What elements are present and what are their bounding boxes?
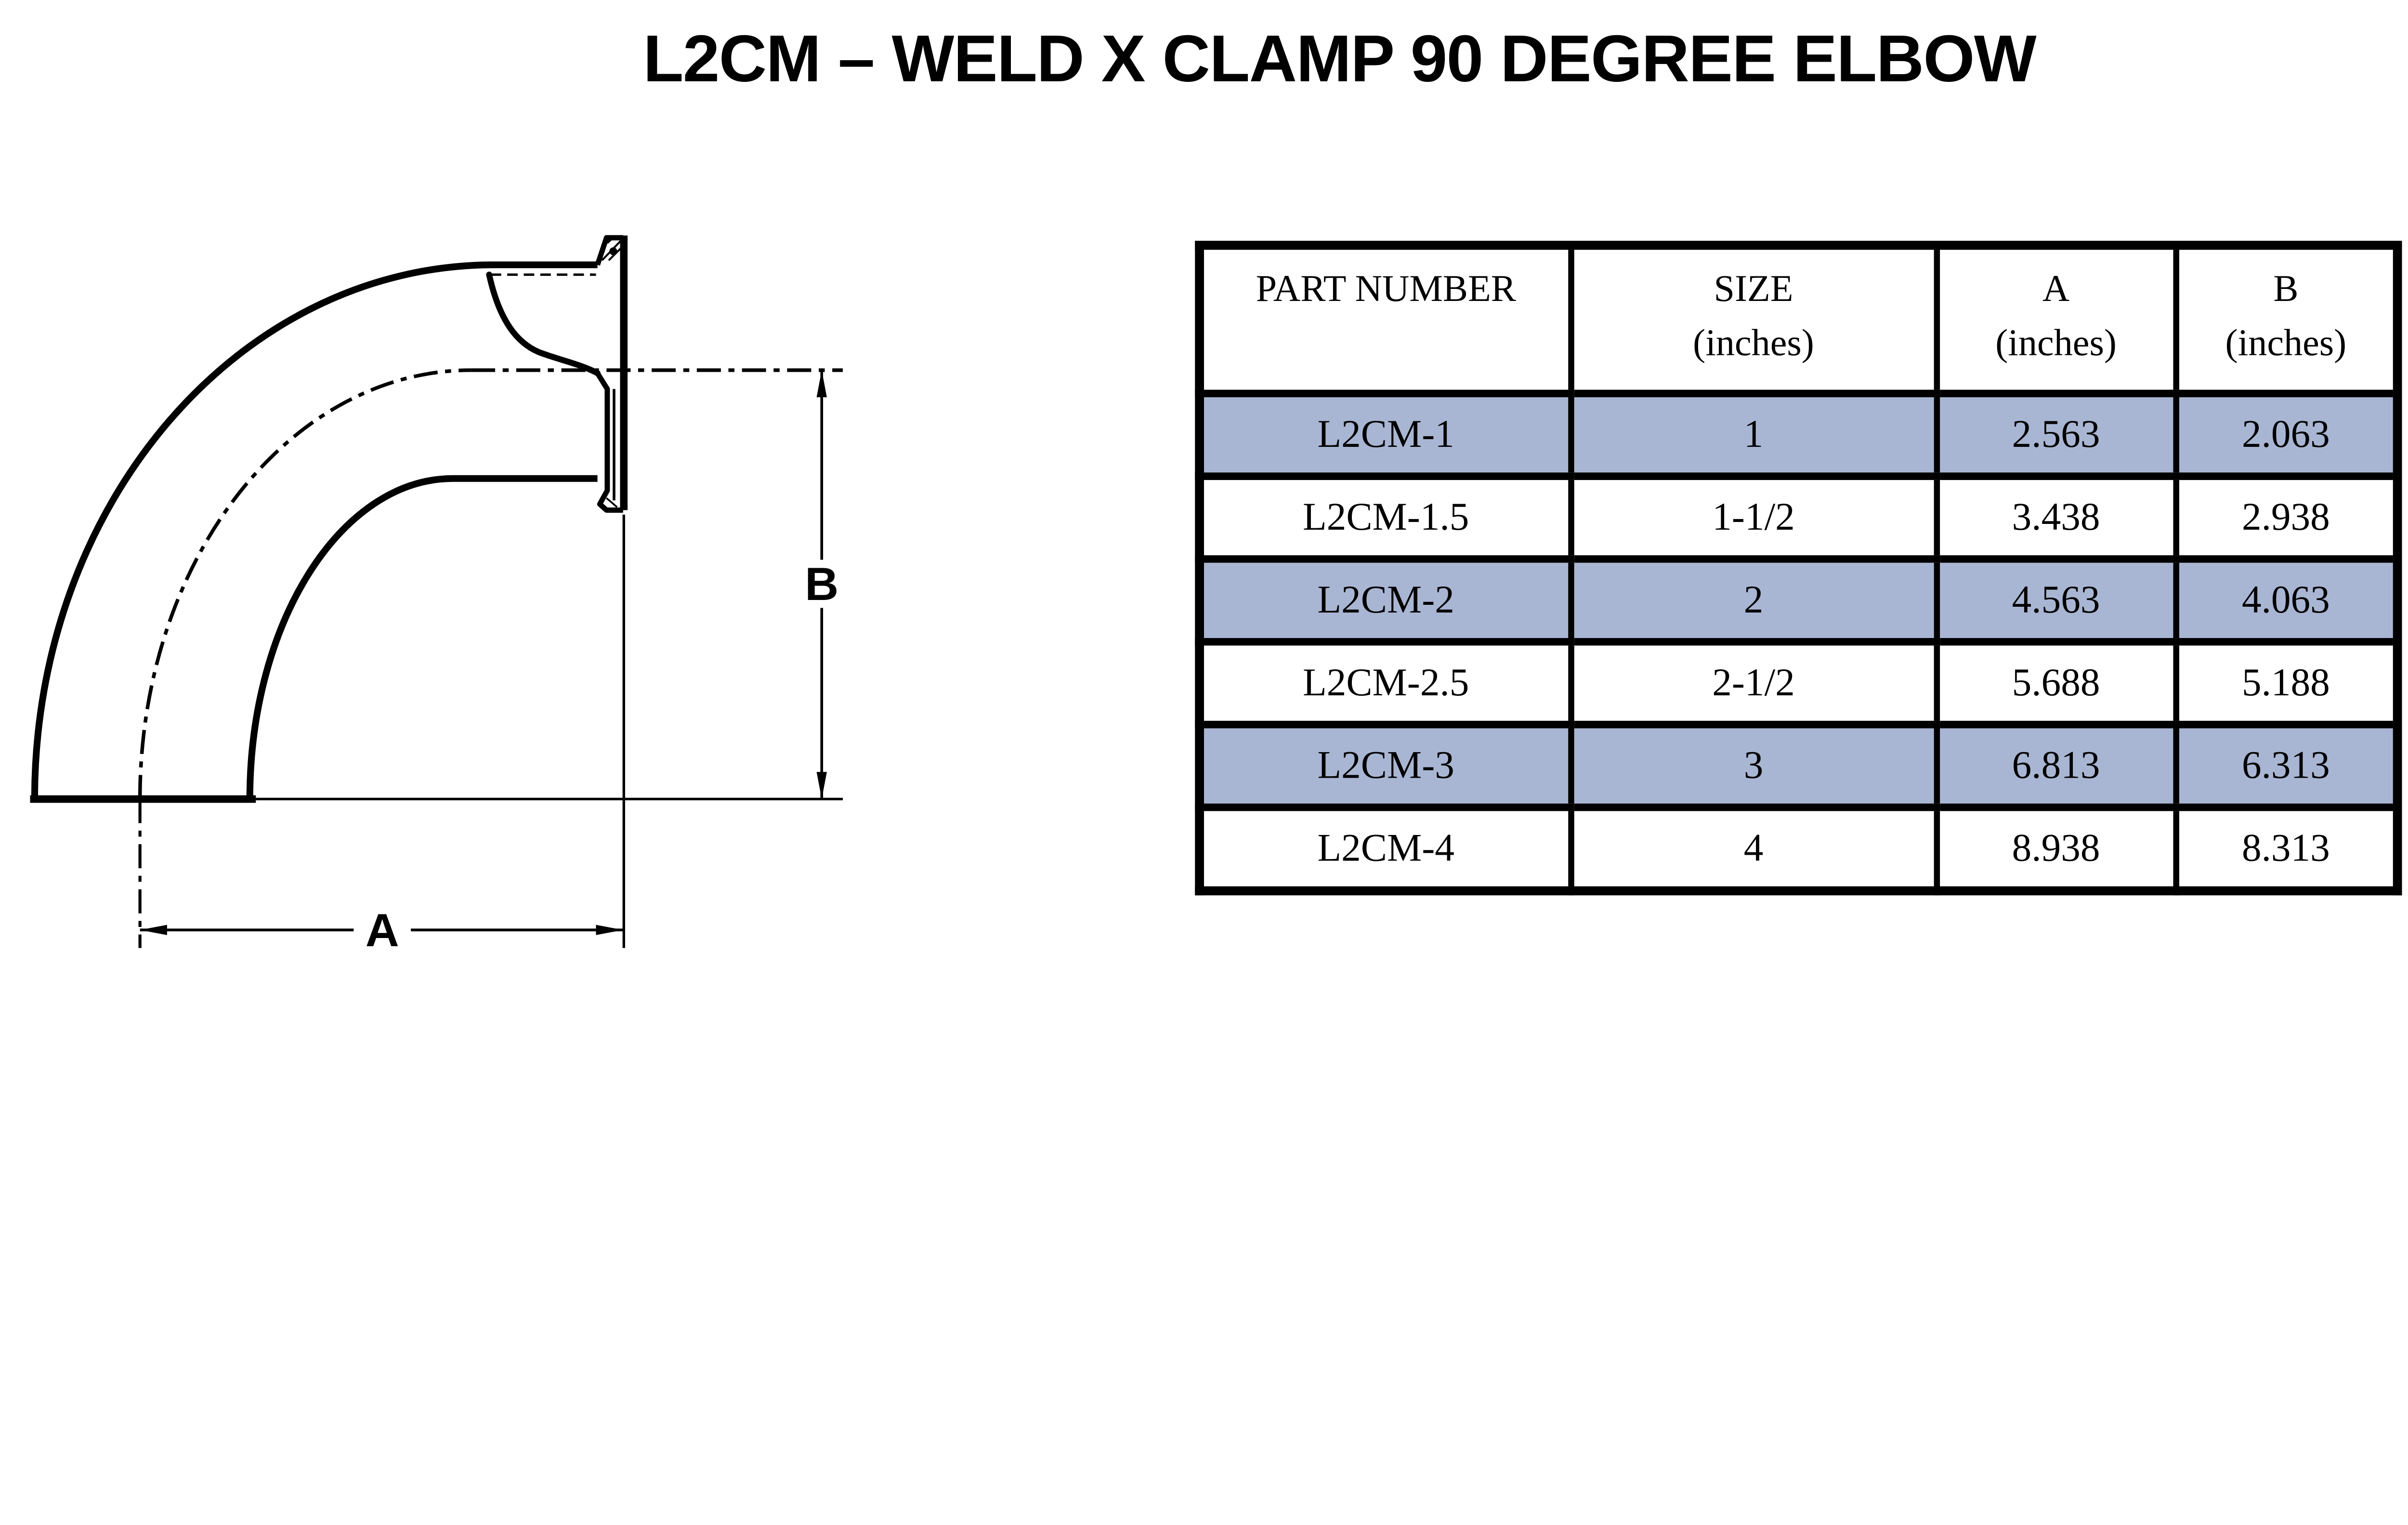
column-header-a: A (inches): [1933, 242, 2179, 397]
centerline-arc: [138, 368, 471, 799]
column-header-part-number: PART NUMBER: [1196, 242, 1574, 397]
table-header: PART NUMBER SIZE (inches) A (inches) B (…: [1196, 242, 2401, 397]
cell-a: 3.438: [1933, 472, 2179, 563]
cell-part-number: L2CM-1: [1196, 390, 1574, 480]
cell-size: 1-1/2: [1568, 472, 1939, 563]
ferrule-lower-flange-outline: [595, 372, 623, 513]
cell-part-number: L2CM-1.5: [1196, 472, 1574, 563]
table-header-row: PART NUMBER SIZE (inches) A (inches) B (…: [1196, 242, 2401, 397]
column-header-sub: (inches): [2225, 324, 2347, 365]
inner-wall-arc: [246, 475, 598, 799]
dimension-b-arrow-up: [816, 370, 827, 397]
column-header-sub: (inches): [1693, 324, 1814, 365]
page-title: L2CM – WELD X CLAMP 90 DEGREE ELBOW: [643, 22, 2036, 96]
cell-part-number: L2CM-2: [1196, 555, 1574, 646]
dimension-b-label: B: [805, 558, 838, 610]
cell-a: 2.563: [1933, 390, 2179, 480]
cell-size: 2-1/2: [1568, 638, 1939, 729]
cell-b: 5.188: [2172, 638, 2401, 729]
dimension-a-arrow-left: [140, 925, 167, 935]
ferrule-neck-curve: [486, 272, 601, 377]
cell-part-number: L2CM-2.5: [1196, 638, 1574, 729]
cell-a: 8.938: [1933, 803, 2179, 895]
table-row: L2CM-1 1 2.563 2.063: [1196, 390, 2401, 480]
cell-b: 6.313: [2172, 720, 2401, 811]
dimension-b-arrow-down: [816, 772, 827, 799]
table-row: L2CM-3 3 6.813 6.313: [1196, 720, 2401, 811]
table-row: L2CM-2.5 2-1/2 5.688 5.188: [1196, 638, 2401, 729]
column-header-label: PART NUMBER: [1256, 269, 1516, 310]
outer-wall-arc: [31, 261, 598, 799]
elbow-technical-drawing: B A: [30, 235, 843, 952]
cell-size: 1: [1568, 390, 1939, 480]
cell-a: 5.688: [1933, 638, 2179, 729]
cell-a: 4.563: [1933, 555, 2179, 646]
column-header-sub: (inches): [1995, 324, 2117, 365]
cell-size: 2: [1568, 555, 1939, 646]
ferrule-gasket-dot: [609, 247, 617, 255]
column-header-label: A: [2042, 269, 2070, 310]
table-body: L2CM-1 1 2.563 2.063 L2CM-1.5 1-1/2 3.43…: [1196, 390, 2401, 895]
cell-b: 8.313: [2172, 803, 2401, 895]
table-row: L2CM-1.5 1-1/2 3.438 2.938: [1196, 472, 2401, 563]
dimensions-table: PART NUMBER SIZE (inches) A (inches) B (…: [1195, 241, 2402, 896]
dimension-a-arrow-right: [596, 925, 623, 935]
cell-size: 4: [1568, 803, 1939, 895]
ferrule-top-flange-outline: [595, 235, 623, 266]
table-row: L2CM-4 4 8.938 8.313: [1196, 803, 2401, 895]
column-header-label: B: [2273, 269, 2299, 310]
cell-part-number: L2CM-4: [1196, 803, 1574, 895]
spec-sheet-page: L2CM – WELD X CLAMP 90 DEGREE ELBOW: [30, 22, 2402, 953]
cell-b: 4.063: [2172, 555, 2401, 646]
cell-b: 2.938: [2172, 472, 2401, 563]
cell-a: 6.813: [1933, 720, 2179, 811]
column-header-b: B (inches): [2172, 242, 2401, 397]
cell-part-number: L2CM-3: [1196, 720, 1574, 811]
ferrule-lower-hatch: [606, 497, 618, 508]
cell-b: 2.063: [2172, 390, 2401, 480]
table-row: L2CM-2 2 4.563 4.063: [1196, 555, 2401, 646]
dimension-a-label: A: [366, 904, 399, 952]
cell-size: 3: [1568, 720, 1939, 811]
column-header-size: SIZE (inches): [1568, 242, 1939, 397]
column-header-label: SIZE: [1714, 269, 1793, 310]
